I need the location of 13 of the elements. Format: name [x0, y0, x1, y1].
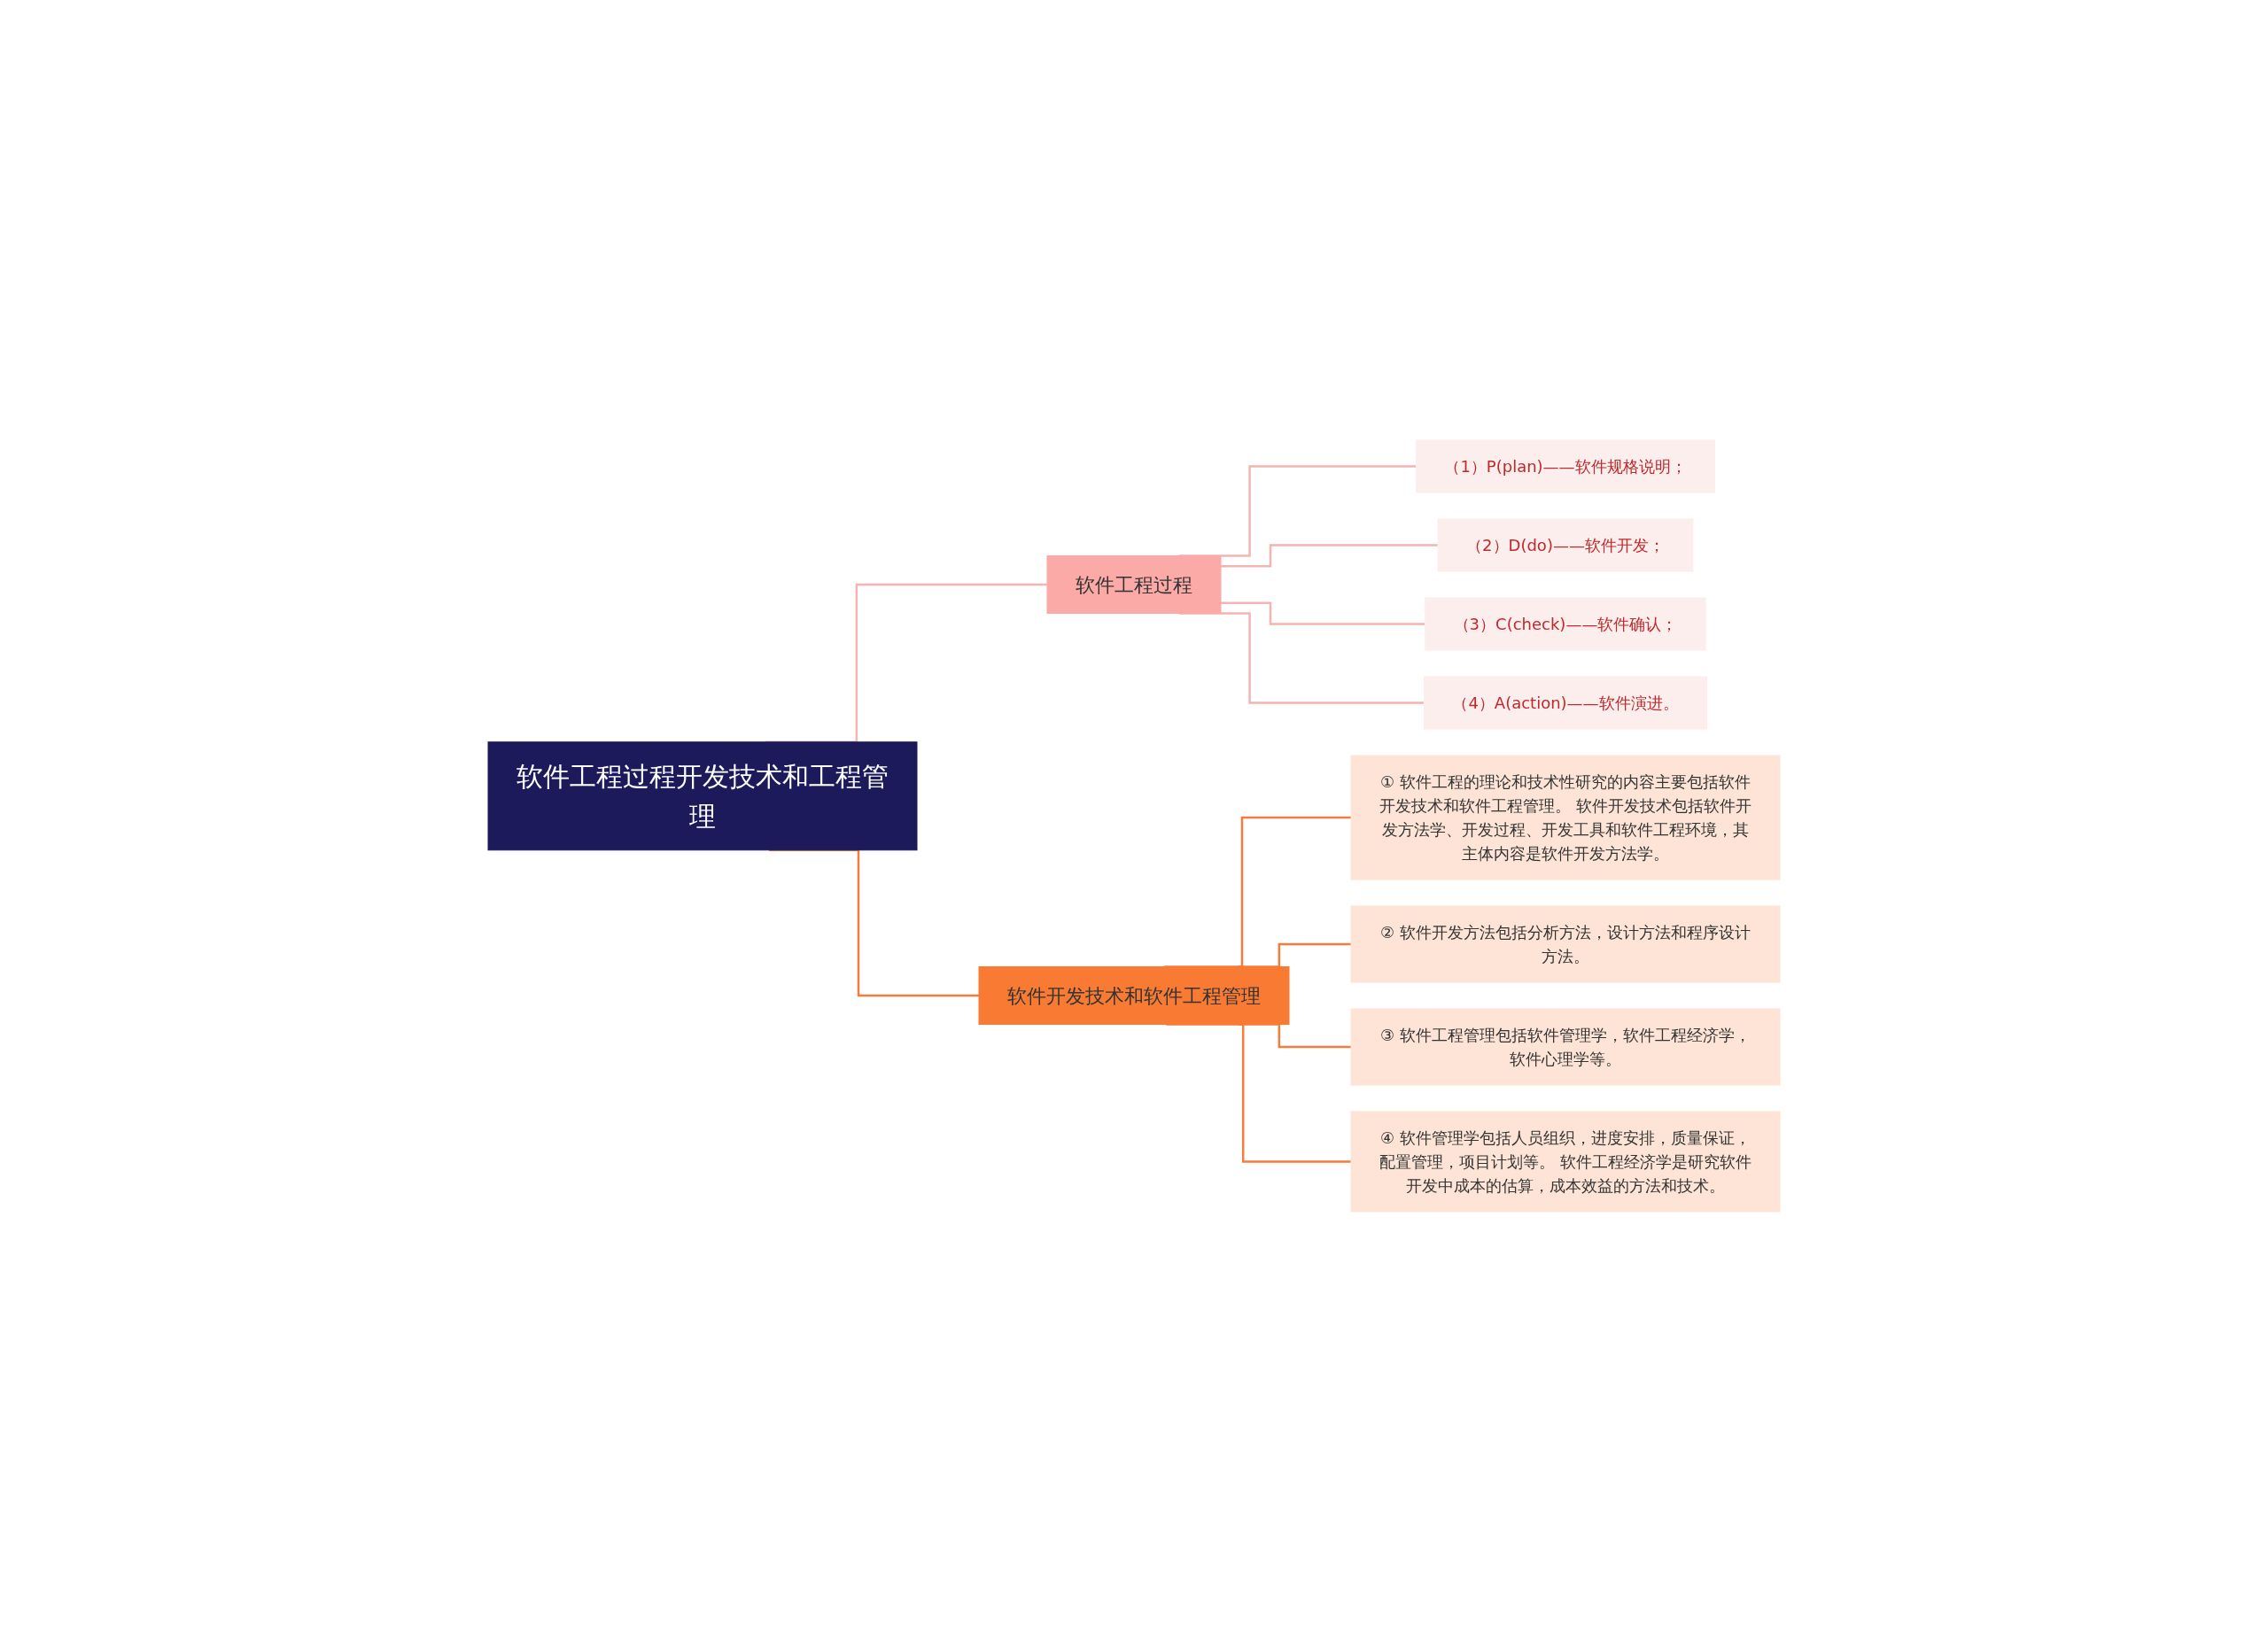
node-box: （2）D(do)——软件开发； — [1437, 518, 1694, 571]
node-box: ③ 软件工程管理包括软件管理学，软件工程经济学，软件心理学等。 — [1350, 1008, 1781, 1085]
connector — [1221, 543, 1439, 567]
node-box: （1）P(plan)——软件规格说明； — [1415, 439, 1716, 492]
node-box: ② 软件开发方法包括分析方法，设计方法和程序设计方法。 — [1350, 905, 1781, 982]
node-box: 软件工程过程开发技术和工程管理 — [487, 740, 918, 850]
node-box: 软件开发技术和软件工程管理 — [978, 965, 1290, 1025]
connector — [1221, 601, 1425, 625]
node-box: ① 软件工程的理论和技术性研究的内容主要包括软件开发技术和软件工程管理。 软件开发技术包括软件开发方法学、开发过程、开发工具和软件工程环境，其主体内容是软件开发方法学。 — [1350, 755, 1781, 880]
node-box: （4）A(action)——软件演进。 — [1423, 676, 1708, 729]
node-box: （3）C(check)——软件确认； — [1425, 597, 1706, 650]
node-box: ④ 软件管理学包括人员组织，进度安排，质量保证，配置管理，项目计划等。 软件工程经济学是研究软件开发中成本的估算，成本效益的方法和技术。 — [1350, 1111, 1781, 1212]
node-box: 软件工程过程 — [1046, 554, 1222, 614]
